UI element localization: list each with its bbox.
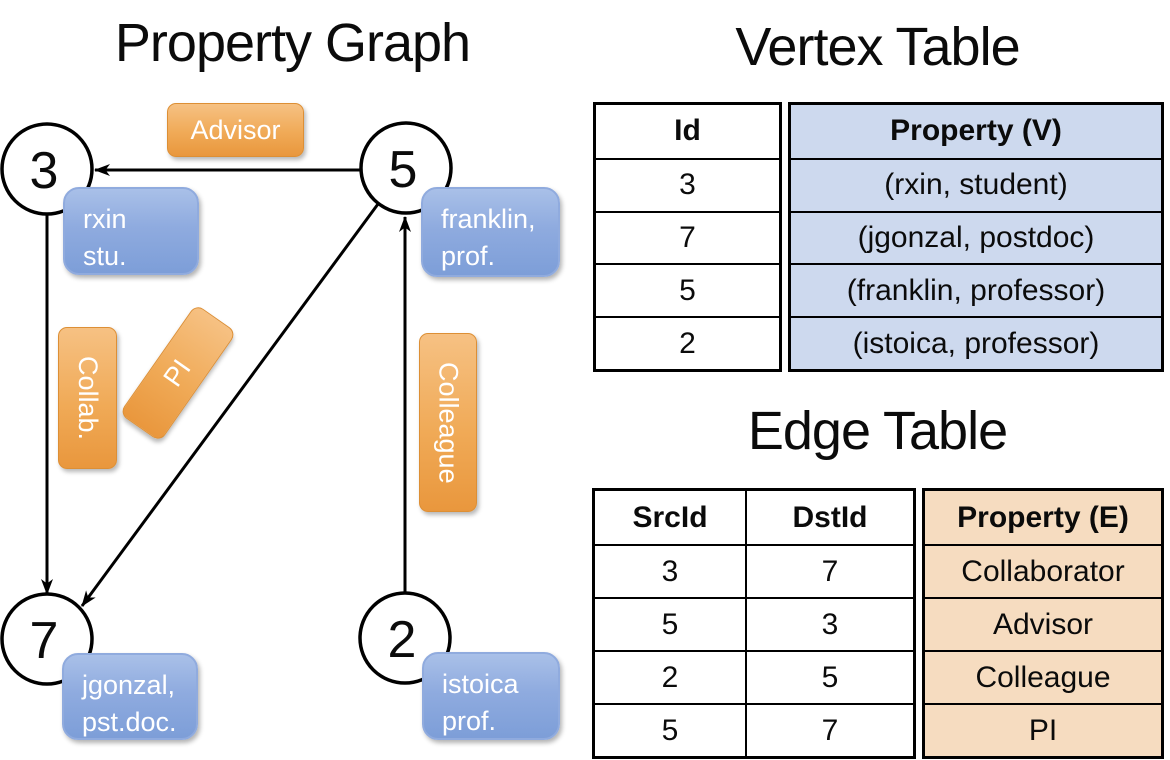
vertex-label-istoica: istoica prof. xyxy=(422,652,560,740)
vertex-label-franklin-line2: prof. xyxy=(441,241,496,272)
edge-table-title: Edge Table xyxy=(747,401,1008,461)
vertex-table-header-id: Id xyxy=(674,114,701,148)
vertex-label-istoica-line2: prof. xyxy=(442,706,497,737)
edge-label-colleague: Colleague xyxy=(419,333,477,512)
vertex-table-title: Vertex Table xyxy=(735,17,1020,77)
edge-pi-5-to-7 xyxy=(80,203,380,607)
edge-table-header-property: Property (E) xyxy=(957,500,1129,534)
vertex-id-3: 3 xyxy=(30,142,59,200)
edge-table-property-column: Property (E) Collaborator Advisor Collea… xyxy=(922,488,1164,759)
vertex-label-jgonzal: jgonzal, pst.doc. xyxy=(62,653,198,740)
property-graph-title: Property Graph xyxy=(114,13,471,73)
vertex-id-2: 2 xyxy=(388,611,417,669)
edge-label-collab: Collab. xyxy=(58,327,117,469)
vertex-label-rxin: rxin stu. xyxy=(63,187,199,275)
vertex-table-property-column: Property (V) (rxin, student) (jgonzal, p… xyxy=(788,102,1164,372)
table-cell: 5 xyxy=(595,703,745,756)
table-cell: 7 xyxy=(596,210,779,264)
table-cell: 3 xyxy=(745,597,913,650)
edge-label-advisor-text: Advisor xyxy=(190,114,281,145)
edge-label-pi-text: PI xyxy=(157,353,198,392)
table-cell: Colleague xyxy=(925,650,1161,703)
table-cell: 7 xyxy=(745,703,913,756)
table-cell: PI xyxy=(925,703,1161,756)
table-cell: 3 xyxy=(596,157,779,211)
edge-table-header-dstid: DstId xyxy=(745,491,913,544)
table-cell: 7 xyxy=(745,544,913,597)
edge-label-colleague-text: Colleague xyxy=(433,361,464,484)
table-cell: Advisor xyxy=(925,597,1161,650)
vertex-id-7: 7 xyxy=(30,612,59,670)
vertex-label-franklin: franklin, prof. xyxy=(421,187,560,277)
edge-label-collab-text: Collab. xyxy=(73,355,103,441)
table-cell: 5 xyxy=(595,597,745,650)
table-cell: (jgonzal, postdoc) xyxy=(791,210,1161,264)
vertex-label-franklin-line1: franklin, xyxy=(441,204,536,234)
table-cell: (rxin, student) xyxy=(791,157,1161,211)
table-cell: 2 xyxy=(595,650,745,703)
table-cell: 5 xyxy=(745,650,913,703)
vertex-label-istoica-line1: istoica xyxy=(442,669,519,699)
table-cell: Collaborator xyxy=(925,544,1161,597)
table-cell: (istoica, professor) xyxy=(791,316,1161,369)
vertex-label-jgonzal-line2: pst.doc. xyxy=(82,707,177,738)
edge-table-header-srcid: SrcId xyxy=(632,500,708,534)
vertex-table-header-property: Property (V) xyxy=(890,114,1062,148)
vertex-table-id-column: Id 3 7 5 2 xyxy=(593,102,782,372)
edge-label-advisor: Advisor xyxy=(167,103,304,157)
table-cell: 2 xyxy=(596,316,779,369)
vertex-label-jgonzal-line1: jgonzal, xyxy=(82,670,176,700)
table-cell: 5 xyxy=(596,263,779,316)
table-cell: 3 xyxy=(595,544,745,597)
edge-table-id-columns: SrcId DstId 3 7 5 3 2 5 5 7 xyxy=(592,488,916,759)
table-cell: (franklin, professor) xyxy=(791,263,1161,316)
vertex-label-rxin-line1: rxin xyxy=(83,204,127,234)
vertex-id-5: 5 xyxy=(389,141,418,199)
vertex-label-rxin-line2: stu. xyxy=(83,241,127,272)
